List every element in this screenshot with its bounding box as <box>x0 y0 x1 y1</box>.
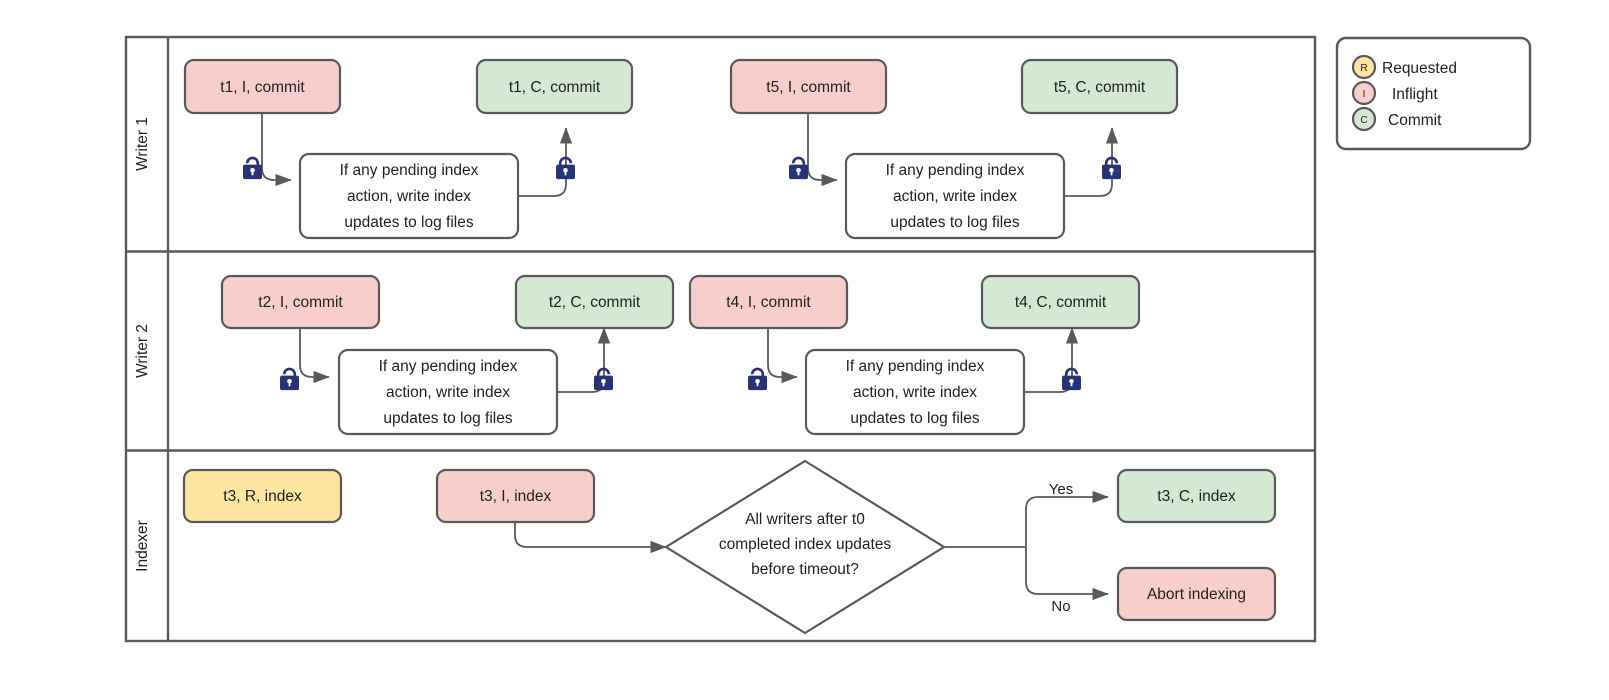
node-ix-abort[interactable]: Abort indexing <box>1116 566 1277 622</box>
legend-badge-letter: C <box>1360 115 1367 126</box>
legend-label: Inflight <box>1392 86 1438 103</box>
edge-label-no: No <box>1051 598 1070 615</box>
lock-open-icon <box>556 156 575 180</box>
node-w2-process-2[interactable]: If any pending index action, write index… <box>804 348 1026 436</box>
node-w1-t1-i[interactable]: t1, I, commit <box>183 58 342 115</box>
node-w2-process-1[interactable]: If any pending index action, write index… <box>337 348 559 436</box>
node-label: Abort indexing <box>1147 586 1246 603</box>
node-w2-t4-c[interactable]: t4, C, commit <box>980 274 1141 330</box>
node-w1-process-2[interactable]: If any pending index action, write index… <box>844 152 1066 240</box>
node-label: t3, R, index <box>223 488 302 505</box>
process-line-1: If any pending index <box>846 358 985 375</box>
lane-label-writer-1: Writer 1 <box>134 117 151 171</box>
lock-closed-icon <box>748 367 767 391</box>
legend-label: Requested <box>1382 60 1457 77</box>
process-line-2: action, write index <box>893 188 1017 205</box>
legend-item-requested: R Requested <box>1351 54 1457 80</box>
lock-open-icon <box>1102 156 1121 180</box>
node-label: t3, I, index <box>480 488 552 505</box>
swimlane-frame <box>124 35 1317 643</box>
node-ix-t3-i[interactable]: t3, I, index <box>435 468 596 524</box>
process-line-2: action, write index <box>347 188 471 205</box>
lock-closed-icon <box>243 156 262 180</box>
legend-badge-letter: R <box>1360 63 1367 74</box>
process-line-1: If any pending index <box>340 162 479 179</box>
decision-line-3: before timeout? <box>751 561 859 578</box>
process-line-3: updates to log files <box>850 410 980 427</box>
node-w1-t5-i[interactable]: t5, I, commit <box>729 58 888 115</box>
lane-label-text: Writer 2 <box>134 324 151 378</box>
legend-item-commit: C Commit <box>1351 106 1442 132</box>
node-ix-decision[interactable]: All writers after t0 completed index upd… <box>663 459 947 635</box>
node-label: t2, C, commit <box>549 294 641 311</box>
node-w2-t2-c[interactable]: t2, C, commit <box>514 274 675 330</box>
legend-badge-letter: I <box>1363 89 1366 100</box>
node-w1-t1-c[interactable]: t1, C, commit <box>475 58 634 115</box>
node-label: t4, I, commit <box>726 294 811 311</box>
node-label: t3, C, index <box>1157 488 1236 505</box>
lane-label-text: Writer 1 <box>134 117 151 171</box>
writer1-connector-group-2 <box>807 113 1119 197</box>
node-w2-t2-i[interactable]: t2, I, commit <box>220 274 381 330</box>
lock-open-icon <box>594 367 613 391</box>
lock-closed-icon <box>789 156 808 180</box>
process-line-1: If any pending index <box>886 162 1025 179</box>
lane-label-text: Indexer <box>134 520 151 572</box>
legend-item-inflight: I Inflight <box>1351 80 1438 106</box>
process-line-2: action, write index <box>386 384 510 401</box>
node-label: t5, I, commit <box>766 79 851 96</box>
legend-label: Commit <box>1388 112 1442 129</box>
node-w1-t5-c[interactable]: t5, C, commit <box>1020 58 1179 115</box>
node-label: t5, C, commit <box>1054 79 1146 96</box>
lane-label-writer-2: Writer 2 <box>134 324 151 378</box>
node-label: t2, I, commit <box>258 294 343 311</box>
decision-line-2: completed index updates <box>719 536 892 553</box>
process-line-2: action, write index <box>853 384 977 401</box>
indexer-connector-group <box>514 490 1109 601</box>
node-label: t4, C, commit <box>1015 294 1107 311</box>
decision-line-1: All writers after t0 <box>745 511 865 528</box>
process-line-3: updates to log files <box>344 214 474 231</box>
edge-label-yes: Yes <box>1049 481 1073 498</box>
process-line-3: updates to log files <box>890 214 1020 231</box>
lane-label-indexer: Indexer <box>134 520 151 572</box>
node-w1-process-1[interactable]: If any pending index action, write index… <box>298 152 520 240</box>
process-line-3: updates to log files <box>383 410 513 427</box>
lock-open-icon <box>1062 367 1081 391</box>
node-label: t1, C, commit <box>509 79 601 96</box>
node-ix-t3-c[interactable]: t3, C, index <box>1116 468 1277 524</box>
process-line-1: If any pending index <box>379 358 518 375</box>
legend-panel: R Requested I Inflight C Commit <box>1335 36 1532 151</box>
node-w2-t4-i[interactable]: t4, I, commit <box>688 274 849 330</box>
node-label: t1, I, commit <box>220 79 305 96</box>
lock-closed-icon <box>280 367 299 391</box>
writer1-connector-group-1 <box>261 113 573 197</box>
node-ix-t3-r[interactable]: t3, R, index <box>182 468 343 524</box>
